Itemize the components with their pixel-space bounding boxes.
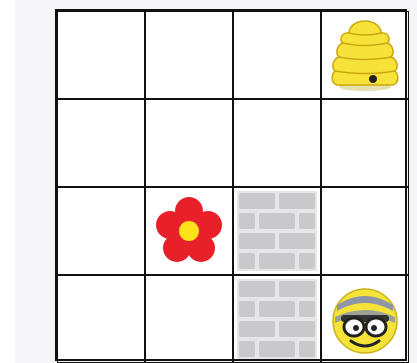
grid-cell-r4-c2[interactable] xyxy=(145,275,233,363)
grid-cell-r2-c4[interactable] xyxy=(321,99,409,187)
grid-cell-r3-c3[interactable] xyxy=(233,187,321,275)
grid-cell-r1-c3[interactable] xyxy=(233,11,321,99)
grid-cell-r4-c1[interactable] xyxy=(57,275,145,363)
flower-icon xyxy=(153,195,225,267)
left-margin xyxy=(0,0,15,363)
grid-cell-r3-c2[interactable] xyxy=(145,187,233,275)
grid-cell-r4-c3[interactable] xyxy=(233,275,321,363)
grid-cell-r4-c4[interactable] xyxy=(321,275,409,363)
beehive-icon xyxy=(325,15,405,95)
bee-robot-icon xyxy=(327,281,403,357)
grid-cell-r3-c4[interactable] xyxy=(321,187,409,275)
grid-cell-r2-c2[interactable] xyxy=(145,99,233,187)
game-board xyxy=(55,9,407,361)
grid-cell-r3-c1[interactable] xyxy=(57,187,145,275)
grid-cell-r1-c2[interactable] xyxy=(145,11,233,99)
grid-cell-r2-c3[interactable] xyxy=(233,99,321,187)
grid-cell-r1-c4[interactable] xyxy=(321,11,409,99)
grid-cell-r1-c1[interactable] xyxy=(57,11,145,99)
brick-wall-icon xyxy=(235,189,319,273)
brick-wall-icon xyxy=(235,277,319,361)
grid-cell-r2-c1[interactable] xyxy=(57,99,145,187)
